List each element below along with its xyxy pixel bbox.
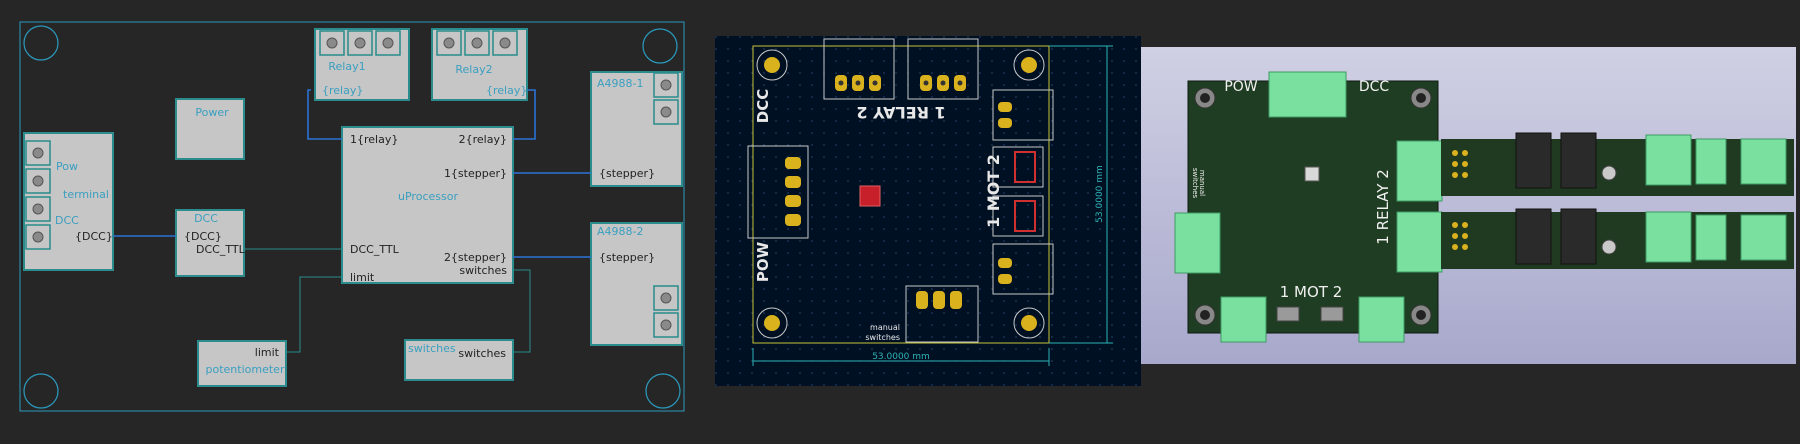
dcc-title: DCC	[194, 212, 218, 225]
a4988-1-block[interactable]: A4988-1 {stepper}	[590, 71, 683, 187]
pcb-dim-vertical: 53.0000 mm	[1095, 165, 1105, 223]
dcc-label: DCC	[55, 214, 79, 227]
uproc-pin-relay1: 1{relay}	[350, 133, 398, 146]
pcb-mounting-hole-icon	[756, 49, 1045, 339]
render-switches-label: switches	[1191, 168, 1199, 199]
pcb-switch-header	[905, 285, 979, 343]
switches-title: switches	[408, 342, 456, 355]
mounting-hole-icon	[23, 25, 681, 409]
pcb-motor-connectors	[992, 89, 1054, 295]
relay2-block[interactable]: Relay2 {relay}	[431, 28, 528, 101]
uproc-pin-relay2: 2{relay}	[459, 133, 507, 146]
pcb-dimension-lines	[752, 45, 1113, 366]
render-usb-ports	[1276, 306, 1344, 322]
pcb-switches-label: switches	[865, 333, 900, 342]
switches-pin: switches	[458, 347, 506, 360]
render-dcc-label: DCC	[1359, 79, 1390, 95]
uprocessor-title: uProcessor	[398, 190, 458, 203]
render-manual-label: manual	[1198, 170, 1206, 196]
uproc-pin-switches: switches	[459, 264, 507, 277]
a4988-2-pin: {stepper}	[599, 251, 655, 264]
relay1-pin: {relay}	[322, 84, 363, 97]
schematic-panel: Relay1 {relay} Relay2 {relay} Power Pow …	[0, 0, 700, 440]
pcb-dim-horizontal: 53.0000 mm	[872, 352, 930, 362]
a4988-1-pin: {stepper}	[599, 167, 655, 180]
schematic-sheet-border	[19, 21, 685, 412]
uproc-pin-stepper2: 2{stepper}	[444, 251, 507, 264]
a4988-2-title: A4988-2	[597, 225, 644, 238]
dcc-block[interactable]: DCC {DCC} DCC_TTL	[175, 209, 246, 277]
a4988-2-block[interactable]: A4988-2 {stepper}	[590, 222, 683, 346]
schematic-wires	[113, 89, 591, 258]
dcc-pin-in: {DCC}	[184, 230, 222, 243]
pcb-manual-label: manual	[870, 323, 900, 332]
potentiometer-pin: limit	[255, 346, 280, 359]
pcb-board-outline	[752, 45, 1050, 344]
dcc-pin-out: DCC_TTL	[196, 243, 246, 256]
terminal-label: terminal	[63, 188, 109, 201]
render-board	[1187, 80, 1439, 334]
pcb-mcu	[859, 185, 881, 207]
relay2-pin: {relay}	[486, 84, 527, 97]
power-block[interactable]: Power	[175, 98, 245, 160]
pow-label: Pow	[56, 160, 78, 173]
pcb-layout-canvas: 1 RELAY 2 DCC POW 1 MOT 2 manual switche…	[715, 36, 1141, 386]
potentiometer-title: potentiometer	[206, 363, 285, 376]
pcb-layout-panel: 1 RELAY 2 DCC POW 1 MOT 2 manual switche…	[715, 36, 1141, 386]
power-title: Power	[195, 106, 229, 119]
render-mcu	[1304, 166, 1320, 182]
relay1-block[interactable]: Relay1 {relay}	[314, 28, 410, 101]
render-terminal-blocks	[1174, 71, 1443, 343]
uproc-pin-stepper1: 1{stepper}	[444, 167, 507, 180]
schematic-thin-wires	[244, 248, 531, 353]
render3d-canvas: POW DCC 1 RELAY 2 1 MOT 2 manual switche…	[1141, 47, 1796, 364]
schematic-canvas: Relay1 {relay} Relay2 {relay} Power Pow …	[19, 21, 685, 412]
potentiometer-block[interactable]: limit potentiometer	[197, 340, 287, 387]
pcb-mot-label: 1 MOT 2	[984, 154, 1003, 228]
pcb-pow-terminal	[747, 145, 809, 239]
render3d-panel: POW DCC 1 RELAY 2 1 MOT 2 manual switche…	[1141, 47, 1796, 364]
relay1-title: Relay1	[328, 60, 365, 73]
uproc-pin-limit: limit	[350, 271, 375, 284]
uprocessor-block[interactable]: uProcessor 1{relay} 2{relay} 1{stepper} …	[341, 126, 514, 284]
render-relay-modules	[1441, 132, 1794, 269]
pcb-relay-headers	[823, 38, 979, 100]
relay2-title: Relay2	[455, 63, 492, 76]
wire-relay1	[307, 89, 342, 140]
pow-dcc-pin: {DCC}	[75, 230, 113, 243]
pow-terminal-block[interactable]: Pow terminal DCC {DCC}	[23, 132, 114, 271]
a4988-1-title: A4988-1	[597, 77, 644, 90]
render-relay-label: 1 RELAY 2	[1374, 169, 1392, 244]
pcb-relay-label: 1 RELAY 2	[856, 103, 945, 122]
render-pow-label: POW	[1224, 79, 1257, 95]
pcb-dcc-label: DCC	[754, 89, 772, 123]
switches-block[interactable]: switches switches	[404, 339, 514, 381]
uproc-pin-dcc-ttl: DCC_TTL	[350, 243, 400, 256]
pcb-pow-label: POW	[754, 241, 772, 282]
render-mot-label: 1 MOT 2	[1280, 283, 1343, 301]
wire-relay2	[513, 89, 536, 140]
